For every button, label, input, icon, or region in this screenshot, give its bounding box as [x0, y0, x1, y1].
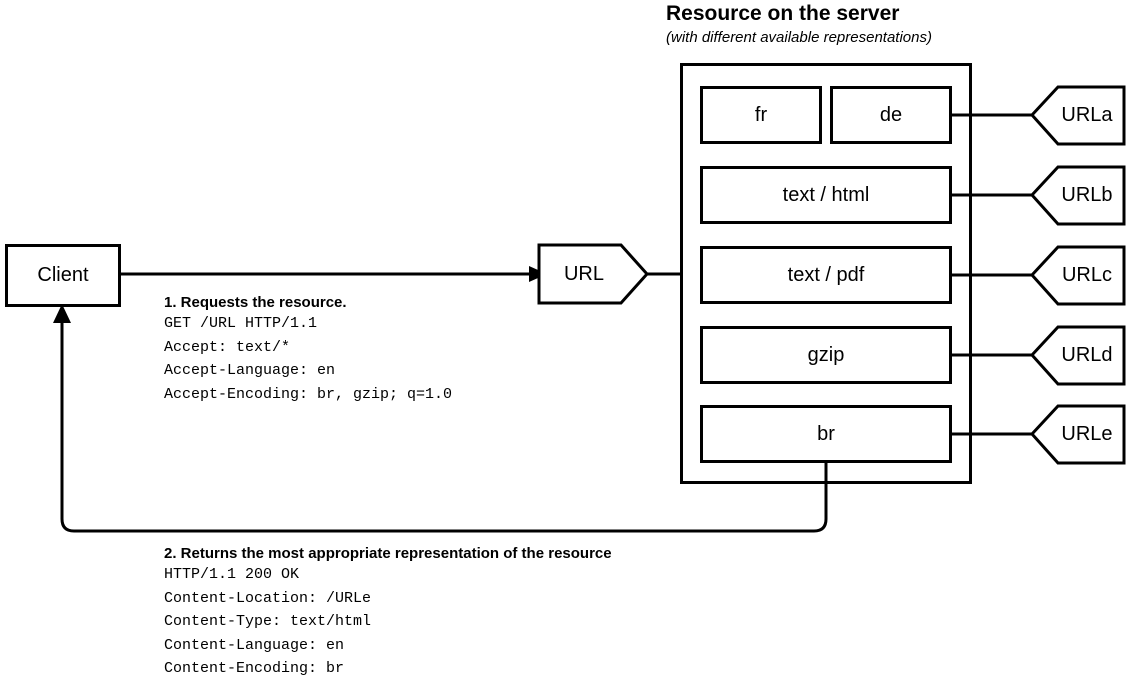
representation-label: gzip — [807, 343, 845, 366]
url-pentagon-label: URLa — [1061, 104, 1113, 126]
url-pentagon-urlb[interactable]: URLb — [1030, 165, 1126, 226]
response-line-2: Content-Location: /URLe — [164, 589, 372, 607]
request-line-1: GET /URL HTTP/1.1 — [164, 315, 318, 332]
representation-de[interactable]: de — [830, 86, 952, 144]
response-heading: 2. Returns the most appropriate represen… — [164, 545, 612, 562]
client-box[interactable]: Client — [5, 244, 121, 307]
request-line-2: Accept: text/* — [164, 338, 291, 356]
response-line-3: Content-Type: text/html — [164, 613, 372, 630]
diagram-subtitle: (with different available representation… — [666, 29, 932, 46]
url-pentagon-urld[interactable]: URLd — [1030, 325, 1126, 386]
url-pentagon-urla[interactable]: URLa — [1030, 85, 1126, 146]
url-pentagon-label: URLd — [1061, 344, 1113, 366]
representation-br[interactable]: br — [700, 405, 952, 463]
request-line-4: Accept-Encoding: br, gzip; q=1.0 — [164, 385, 453, 403]
url-pentagon-label: URLc — [1061, 264, 1112, 286]
representation-label: text / pdf — [787, 263, 865, 286]
representation-label: fr — [754, 103, 768, 126]
request-line-3: Accept-Language: en — [164, 362, 336, 379]
representation-label: br — [817, 422, 835, 445]
response-line-4: Content-Language: en — [164, 636, 345, 654]
representation-text-pdf[interactable]: text / pdf — [700, 246, 952, 304]
url-pentagon-urlc[interactable]: URLc — [1030, 245, 1126, 306]
response-line-1: HTTP/1.1 200 OK — [164, 566, 300, 583]
request-message: 1. Requests the resource. GET /URL HTTP/… — [164, 294, 452, 406]
representation-fr[interactable]: fr — [700, 86, 822, 144]
url-node[interactable]: URL — [537, 243, 649, 305]
representation-label: text / html — [782, 183, 870, 206]
request-heading: 1. Requests the resource. — [164, 294, 347, 311]
url-pentagon-label: URLe — [1061, 423, 1113, 445]
representation-gzip[interactable]: gzip — [700, 326, 952, 384]
representation-text-html[interactable]: text / html — [700, 166, 952, 224]
representation-label: de — [879, 103, 903, 126]
url-node-label: URL — [563, 262, 604, 285]
server-box — [680, 63, 972, 484]
client-label: Client — [37, 264, 89, 286]
response-line-5: Content-Encoding: br — [164, 660, 345, 677]
diagram-title: Resource on the server — [666, 2, 900, 25]
response-message: 2. Returns the most appropriate represen… — [164, 545, 612, 681]
url-pentagon-urle[interactable]: URLe — [1030, 404, 1126, 465]
url-pentagon-label: URLb — [1061, 184, 1113, 206]
